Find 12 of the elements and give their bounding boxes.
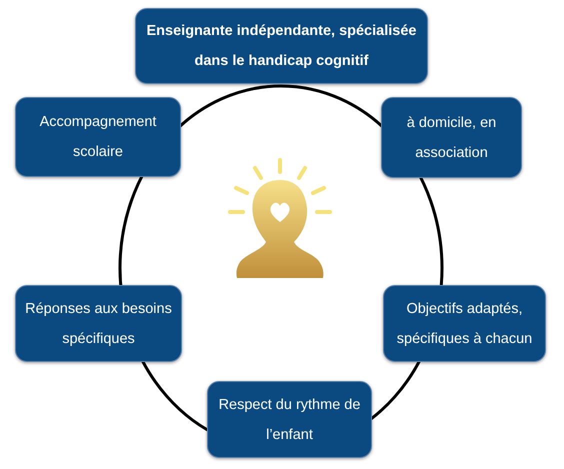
process-box — [381, 97, 522, 178]
process-box — [135, 8, 428, 84]
box-label: Enseignante indépendante, spécialisée dans le handicap cognitif — [146, 22, 418, 71]
box-label: Réponses aux besoins spécifiques — [24, 300, 173, 348]
box-label: Respect du rythme de l’enfant — [218, 396, 362, 444]
box-label: Accompagnement scolaire — [38, 113, 158, 162]
process-box — [207, 381, 372, 458]
box-label: Objectifs adaptés, spécifiques à chacun — [396, 300, 534, 348]
box-label: à domicile, en association — [406, 114, 498, 162]
process-box — [15, 97, 181, 177]
process-box — [15, 285, 182, 362]
process-box — [383, 285, 546, 362]
